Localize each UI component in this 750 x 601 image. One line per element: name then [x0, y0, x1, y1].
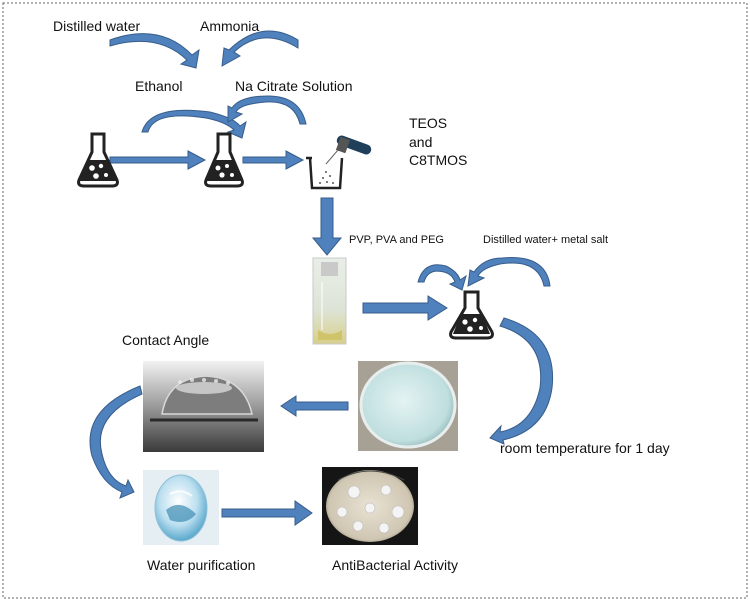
label-distilled-water: Distilled water: [53, 18, 140, 34]
contact-angle-photo: [143, 361, 264, 452]
antibacterial-plate-photo: [322, 467, 418, 545]
arrow-vial-to-flask3: [362, 295, 448, 321]
label-water-purification: Water purification: [147, 557, 255, 573]
curved-arrow-flask3-down: [489, 317, 554, 445]
label-teos: TEOS: [409, 115, 447, 131]
curved-arrow-water-left: [417, 264, 467, 291]
label-water-metal-salt: Distilled water+ metal salt: [483, 234, 608, 246]
flask-icon-1: [77, 132, 119, 188]
curved-arrow-distilled-water: [109, 33, 200, 69]
label-c8tmos: C8TMOS: [409, 152, 467, 168]
curved-arrow-ammonia: [221, 30, 299, 67]
label-ammonia: Ammonia: [200, 18, 259, 34]
curved-arrow-water-right: [467, 257, 551, 287]
label-na-citrate: Na Citrate Solution: [235, 78, 353, 94]
arrow-dish-to-drop: [280, 395, 349, 417]
beaker-icon: [306, 135, 372, 190]
arrow-beaker-to-vial: [311, 197, 343, 256]
arrow-globe-to-plate: [221, 500, 313, 526]
curved-arrow-drop-down: [89, 385, 143, 499]
curved-arrow-ethanol: [141, 109, 247, 139]
arrow-flask2-to-beaker: [242, 150, 305, 170]
label-antibacterial: AntiBacterial Activity: [332, 557, 458, 573]
curved-arrow-na-citrate: [227, 95, 307, 125]
flask-icon-3: [449, 290, 494, 340]
vial-photo: [312, 257, 347, 345]
label-room-temperature: room temperature for 1 day: [500, 440, 670, 456]
label-polymers: PVP, PVA and PEG: [349, 234, 444, 246]
petri-dish-photo: [358, 361, 458, 451]
water-globe-photo: [143, 470, 219, 545]
label-and: and: [409, 134, 432, 150]
flask-icon-2: [204, 132, 244, 188]
label-ethanol: Ethanol: [135, 78, 182, 94]
label-contact-angle: Contact Angle: [122, 332, 209, 348]
arrow-flask1-to-flask2: [109, 150, 207, 170]
